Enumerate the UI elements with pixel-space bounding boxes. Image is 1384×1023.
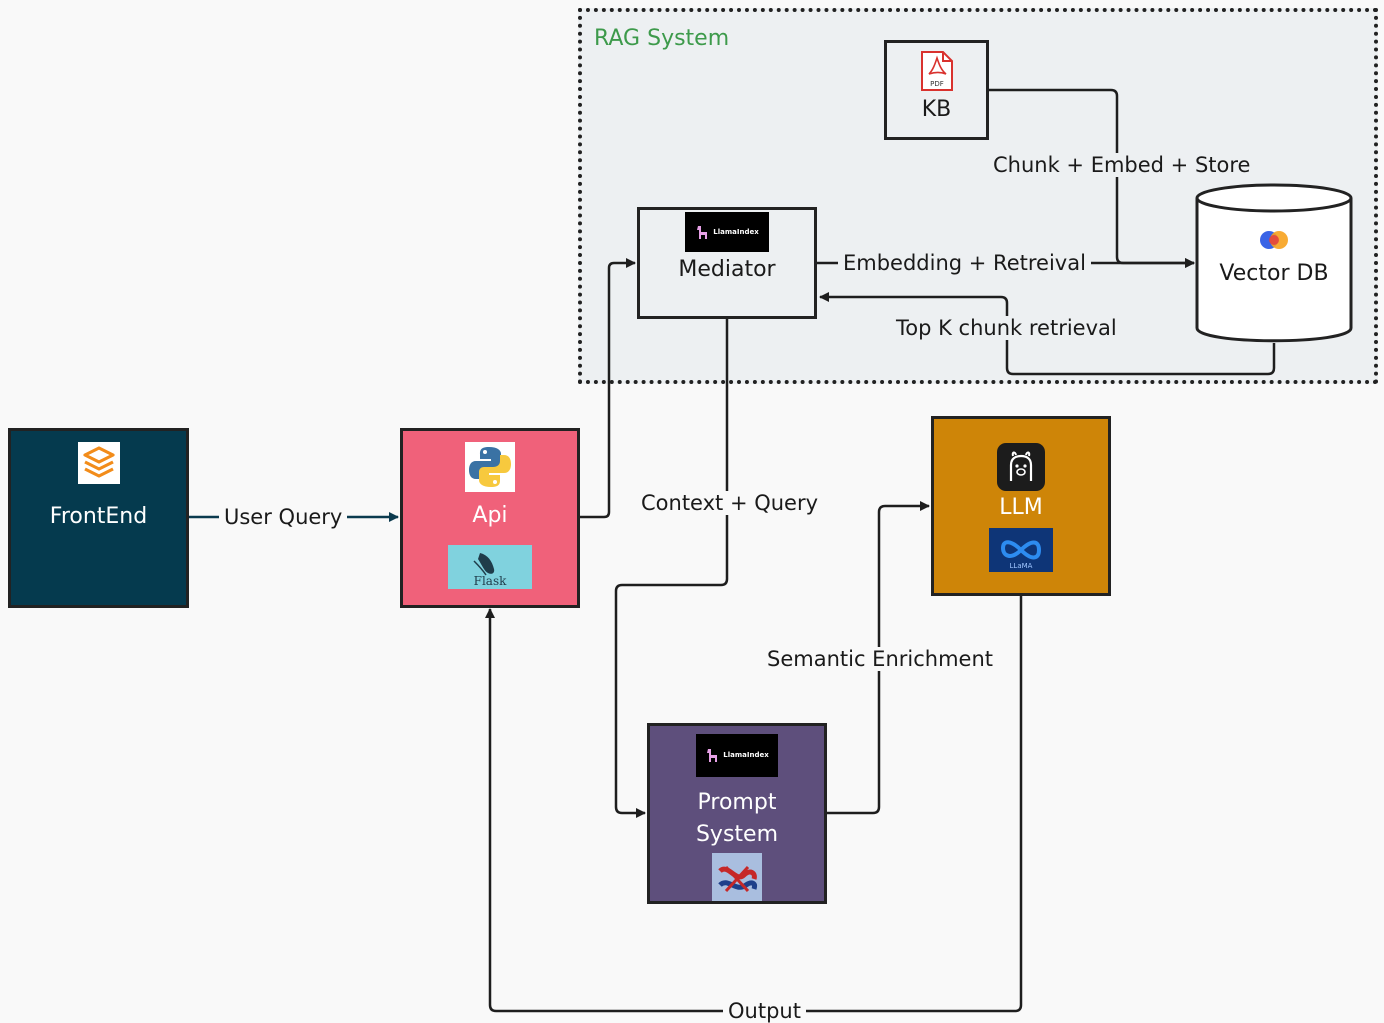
edge-api-to-mediator xyxy=(580,258,636,519)
llamaindex-logo-text: LlamaIndex xyxy=(713,228,759,236)
label-semantic-enrichment: Semantic Enrichment xyxy=(762,647,998,671)
prompt-label-line2: System xyxy=(695,821,779,847)
vectordb-cylinder xyxy=(1195,183,1353,343)
flask-logo: Flask xyxy=(448,545,532,589)
label-output: Output xyxy=(723,999,806,1023)
llm-node: LLM LLaMA xyxy=(931,416,1111,596)
prompt-label-line1: Prompt xyxy=(697,789,777,815)
llama-icon-2 xyxy=(707,749,718,763)
kb-label: KB xyxy=(921,97,952,122)
prompt-system-node: LlamaIndex Prompt System xyxy=(647,723,827,904)
llamaindex-logo: LlamaIndex xyxy=(685,212,769,252)
vectordb-node: Vector DB xyxy=(1195,182,1355,346)
flask-logo-text: Flask xyxy=(473,574,507,588)
kb-node: PDF KB xyxy=(884,40,989,140)
llama-logo: LLaMA xyxy=(989,528,1053,572)
ollama-icon xyxy=(997,443,1045,491)
llama-logo-text: LLaMA xyxy=(1009,562,1033,570)
label-context-query: Context + Query xyxy=(636,491,824,515)
frontend-logo-icon xyxy=(77,442,120,484)
rag-system-title: RAG System xyxy=(594,26,730,51)
edge-context-query xyxy=(614,318,729,818)
llamaindex-logo-text-2: LlamaIndex xyxy=(723,751,769,760)
frontend-node: FrontEnd xyxy=(8,428,189,608)
pdf-file-icon: PDF xyxy=(920,51,953,91)
edge-top-k xyxy=(819,292,1276,376)
label-chunk-embed-store: Chunk + Embed + Store xyxy=(988,153,1256,177)
label-user-query: User Query xyxy=(219,505,348,529)
pdf-icon-text: PDF xyxy=(930,80,944,88)
knot-icon xyxy=(712,852,762,901)
flask-horn-icon xyxy=(473,553,495,576)
python-icon xyxy=(465,442,515,492)
llamaindex-logo-2: LlamaIndex xyxy=(696,734,778,777)
label-embedding-retreival: Embedding + Retreival xyxy=(838,251,1091,275)
meta-infinity-icon xyxy=(1000,540,1042,560)
frontend-label: FrontEnd xyxy=(49,504,148,529)
api-node: Api Flask xyxy=(400,428,580,608)
label-top-k: Top K chunk retrieval xyxy=(891,316,1122,340)
vectordb-logo-icon xyxy=(1252,218,1296,262)
mediator-node: LlamaIndex Mediator xyxy=(637,207,817,319)
mediator-label: Mediator xyxy=(678,257,776,282)
llama-icon xyxy=(697,226,708,239)
api-label: Api xyxy=(472,503,508,528)
llm-label: LLM xyxy=(999,495,1043,520)
vectordb-label: Vector DB xyxy=(1219,261,1329,286)
